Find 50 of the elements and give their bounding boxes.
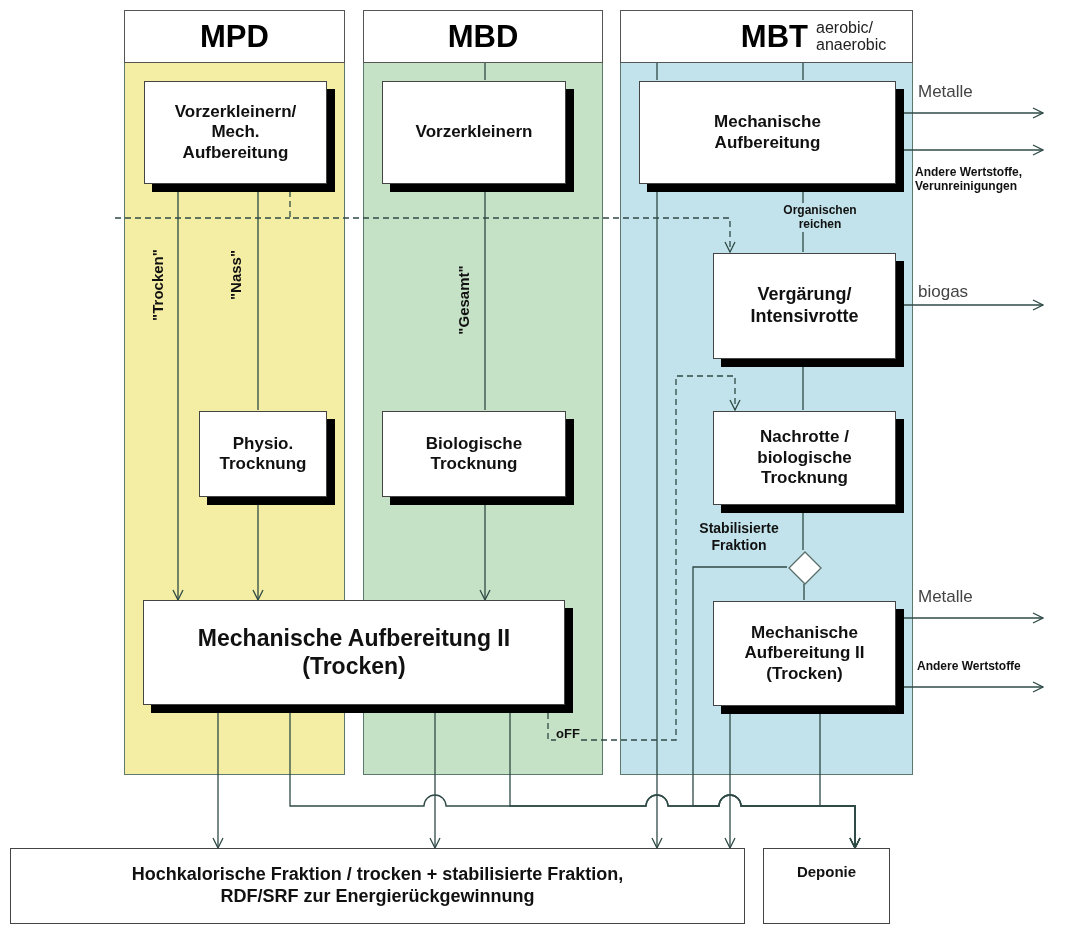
box-text: Hochkalorische Fraktion / trocken + stabilisierte Fraktion, RDF/SRF zur Energierückgewinnung bbox=[130, 864, 625, 908]
arrow bbox=[547, 375, 741, 741]
lane-title: MBD bbox=[447, 18, 519, 55]
arrow bbox=[429, 712, 441, 849]
swimlane bbox=[620, 10, 913, 775]
arrow bbox=[212, 712, 224, 849]
arrow bbox=[651, 190, 663, 849]
arrow bbox=[289, 190, 736, 253]
arrow bbox=[819, 712, 861, 849]
arrow bbox=[479, 503, 491, 601]
arrow bbox=[724, 712, 736, 849]
box-text: Vorzerkleinern bbox=[415, 122, 533, 143]
box-text: Mechanische Aufbereitung II (Trocken) bbox=[196, 624, 512, 681]
edge-label: biogas bbox=[918, 282, 969, 303]
box-text: Biologische Trocknung bbox=[424, 433, 524, 475]
box-text: Mechanische Aufbereitung bbox=[713, 112, 822, 153]
arrow bbox=[902, 681, 1044, 693]
decision-diamond bbox=[788, 551, 822, 585]
lane-title: MBT bbox=[740, 18, 808, 55]
connector-line bbox=[484, 190, 486, 411]
arrow bbox=[902, 612, 1044, 624]
box-text: Deponie bbox=[796, 863, 857, 881]
lane-subtitle: aerobic/ anaerobic bbox=[816, 19, 888, 54]
process-box bbox=[10, 848, 745, 924]
process-box bbox=[713, 411, 904, 513]
process-box bbox=[143, 600, 573, 713]
process-box bbox=[713, 601, 904, 714]
box-text: Vergärung/ Intensivrotte bbox=[749, 284, 860, 328]
process-box bbox=[382, 411, 574, 505]
connector-line bbox=[802, 511, 804, 551]
arrow bbox=[902, 107, 1044, 119]
process-box bbox=[382, 81, 574, 192]
arrow bbox=[902, 144, 1044, 156]
arrow bbox=[902, 299, 1044, 311]
box-text: Nachrotte / biologische Trocknung bbox=[756, 427, 853, 489]
connector-line bbox=[257, 190, 259, 411]
process-box bbox=[199, 411, 335, 505]
edge-label: oFF bbox=[556, 726, 580, 742]
box-text: Vorzerkleinern/ Mech. Aufbereitung bbox=[173, 101, 298, 164]
process-box bbox=[763, 848, 890, 924]
arrow bbox=[252, 503, 264, 601]
connector-line bbox=[802, 365, 804, 411]
lane-title: MPD bbox=[200, 18, 269, 55]
process-box bbox=[144, 81, 335, 192]
process-box bbox=[639, 81, 904, 192]
process-box bbox=[713, 253, 904, 367]
box-text: Physio. Trocknung bbox=[218, 433, 308, 475]
arrow bbox=[172, 190, 184, 601]
box-text: Mechanische Aufbereitung II (Trocken) bbox=[743, 622, 866, 685]
connector-line bbox=[803, 583, 805, 601]
